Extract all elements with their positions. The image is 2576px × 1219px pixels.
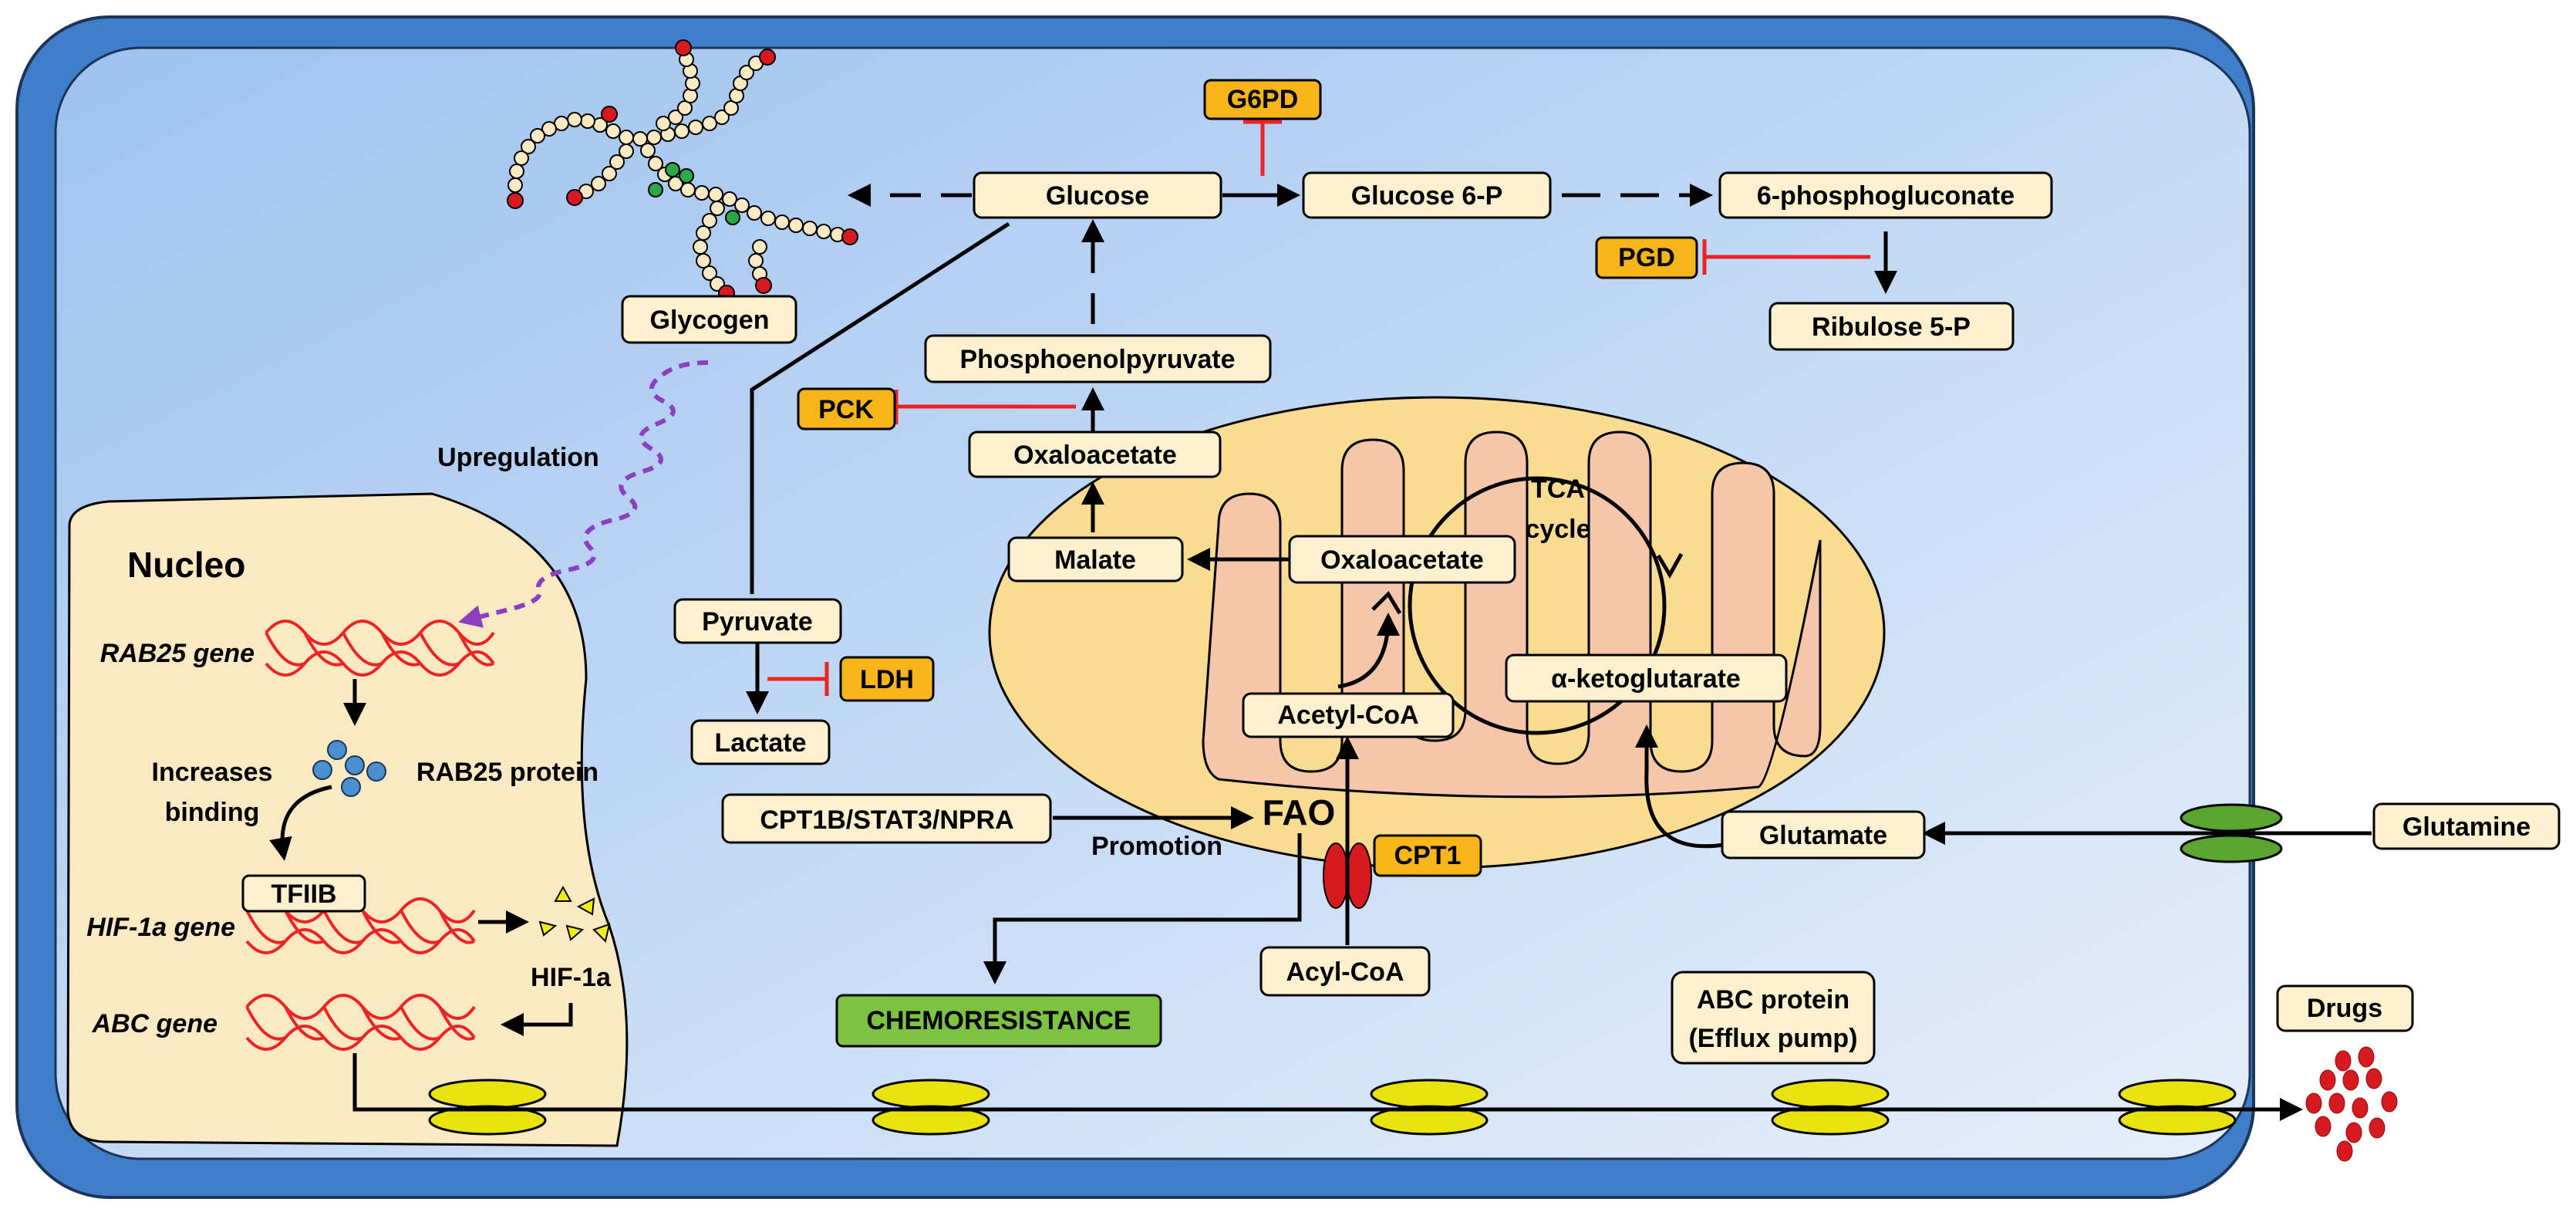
rab25-dna xyxy=(265,620,495,677)
tfiib-label: TFIIB xyxy=(271,880,337,909)
tca-cycle-ring xyxy=(1408,476,1667,735)
glutamate-label: Glutamate xyxy=(1759,821,1887,850)
glucose-label: Glucose xyxy=(1046,181,1149,211)
rab25-protein-icon xyxy=(312,740,386,797)
rab25-gene-label: RAB25 gene xyxy=(100,639,255,668)
abc-transporter-5 xyxy=(2118,1079,2237,1136)
chemoresistance-box xyxy=(835,994,1162,1048)
abc-transporter-2 xyxy=(872,1079,990,1136)
increases-label: Increases xyxy=(152,758,273,787)
akg-label: α-ketoglutarate xyxy=(1551,664,1741,694)
glutamine-label: Glutamine xyxy=(2402,812,2530,842)
hif1a-protein-icon xyxy=(538,885,611,943)
binding-label: binding xyxy=(165,798,260,827)
pep-label: Phosphoenolpyruvate xyxy=(959,345,1235,374)
tca-label: TCA xyxy=(1531,474,1585,504)
abc-efflux-label: (Efflux pump) xyxy=(1688,1024,1857,1053)
hif-gene-label: HIF-1a gene xyxy=(86,913,235,942)
cycle-label: cycle xyxy=(1525,515,1590,544)
phosphogluconate-label: 6-phosphogluconate xyxy=(1757,181,2015,211)
abc-protein-label: ABC protein xyxy=(1697,985,1849,1015)
promotion-label: Promotion xyxy=(1091,832,1222,861)
glycogen-molecule xyxy=(507,39,858,302)
glutamine-transporter xyxy=(2180,803,2283,863)
cpt1-channel xyxy=(1323,842,1372,909)
pck-label: PCK xyxy=(818,395,874,424)
lactate-label: Lactate xyxy=(714,728,806,758)
rab25-protein-label: RAB25 protein xyxy=(416,758,598,787)
tca-arrowhead-1 xyxy=(1656,552,1684,579)
upregulation-arrow xyxy=(458,360,709,628)
glycogen-label: Glycogen xyxy=(650,306,770,335)
cpt-stat-label: CPT1B/STAT3/NPRA xyxy=(760,805,1013,835)
abc-gene-label: ABC gene xyxy=(92,1009,217,1038)
hif1a-label: HIF-1a xyxy=(531,963,612,992)
ribulose-label: Ribulose 5-P xyxy=(1812,312,1971,342)
tca-arrowhead-2 xyxy=(1371,590,1402,615)
abc-transporter-1 xyxy=(428,1079,547,1136)
glucose6p-label: Glucose 6-P xyxy=(1351,181,1503,211)
fao-label: FAO xyxy=(1263,792,1336,832)
oaa-mito-label: Oxaloacetate xyxy=(1320,545,1484,575)
cpt1-label: CPT1 xyxy=(1394,841,1462,870)
upregulation-label: Upregulation xyxy=(437,443,599,472)
inhibition-lines xyxy=(767,120,1870,696)
oaa-cyto-label: Oxaloacetate xyxy=(1013,441,1177,470)
drugs-label: Drugs xyxy=(2307,994,2382,1023)
connectors xyxy=(269,184,2372,1121)
acetyl-coa-label: Acetyl-CoA xyxy=(1277,701,1418,730)
enzyme-boxes xyxy=(797,79,1698,877)
g6pd-label: G6PD xyxy=(1227,85,1299,114)
abc-dna xyxy=(245,994,476,1051)
drugs-icon xyxy=(2305,1046,2398,1162)
label-boxes xyxy=(241,171,2561,1065)
chemoresistance-label: CHEMORESISTANCE xyxy=(866,1006,1131,1035)
malate-label: Malate xyxy=(1054,545,1136,575)
nucleo-label: Nucleo xyxy=(127,545,245,585)
acyl-coa-label: Acyl-CoA xyxy=(1286,957,1404,987)
pyruvate-label: Pyruvate xyxy=(702,607,813,637)
abc-transporter-3 xyxy=(1370,1079,1489,1136)
ldh-label: LDH xyxy=(860,665,914,694)
pgd-label: PGD xyxy=(1618,243,1675,272)
